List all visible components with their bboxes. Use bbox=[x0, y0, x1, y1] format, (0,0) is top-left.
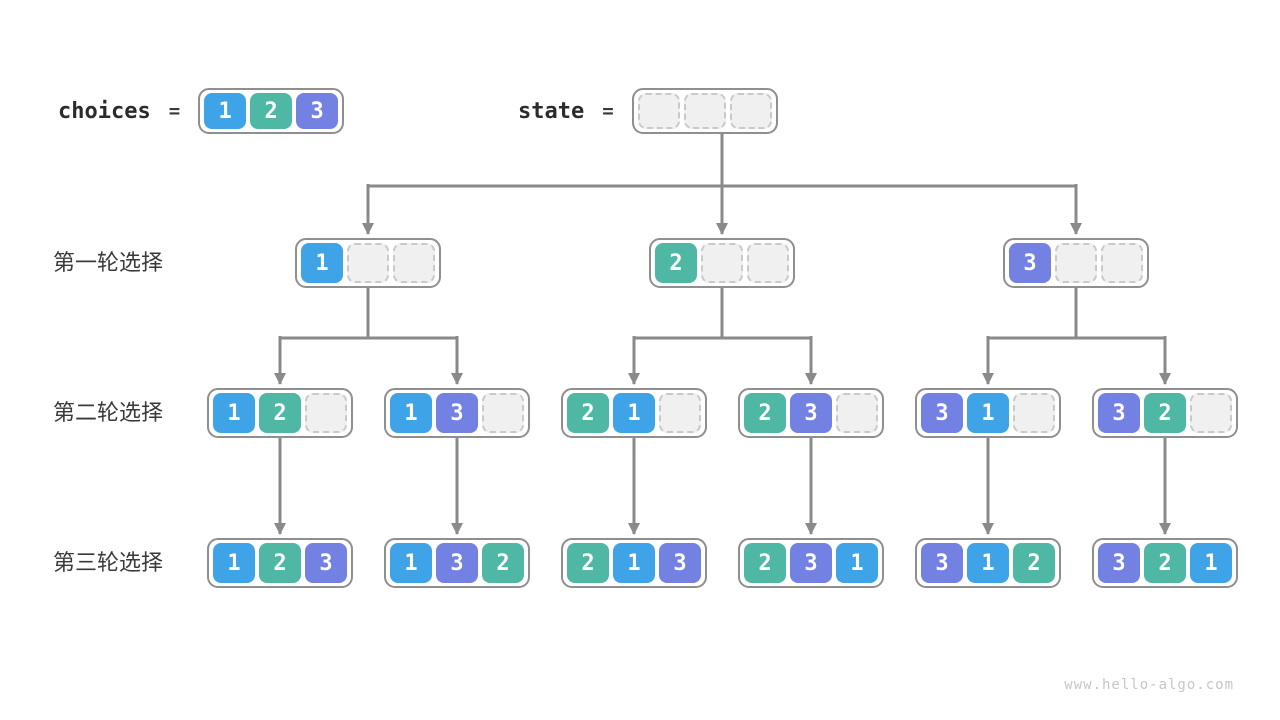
value-cell-3: 3 bbox=[305, 543, 347, 583]
value-cell-1: 1 bbox=[390, 543, 432, 583]
value-cell-1: 1 bbox=[836, 543, 878, 583]
value-cell-1: 1 bbox=[301, 243, 343, 283]
empty-cell bbox=[701, 243, 743, 283]
value-cell-1: 1 bbox=[613, 543, 655, 583]
value-cell-2: 2 bbox=[259, 393, 301, 433]
value-cell-3: 3 bbox=[790, 543, 832, 583]
value-cell-1: 1 bbox=[204, 93, 247, 129]
empty-cell bbox=[1055, 243, 1097, 283]
value-cell-2: 2 bbox=[1013, 543, 1055, 583]
root-branch-lines bbox=[362, 133, 1082, 235]
value-cell-2: 2 bbox=[482, 543, 524, 583]
value-cell-2: 2 bbox=[250, 93, 293, 129]
state-array bbox=[631, 88, 778, 134]
row-label-round-2: 第二轮选择 bbox=[53, 400, 164, 425]
value-cell-3: 3 bbox=[790, 393, 832, 433]
empty-cell bbox=[1013, 393, 1055, 433]
empty-cell bbox=[637, 93, 680, 129]
empty-cell bbox=[347, 243, 389, 283]
value-cell-3: 3 bbox=[1098, 393, 1140, 433]
state-node-r1-2: 2 bbox=[649, 238, 795, 288]
empty-cell bbox=[729, 93, 772, 129]
state-label: state bbox=[518, 98, 585, 124]
choices-label: choices bbox=[58, 98, 151, 124]
empty-cell bbox=[659, 393, 701, 433]
state-node-r1-3: 3 bbox=[1003, 238, 1149, 288]
value-cell-3: 3 bbox=[1009, 243, 1051, 283]
value-cell-3: 3 bbox=[921, 543, 963, 583]
value-cell-2: 2 bbox=[567, 543, 609, 583]
row-label-round-1: 第一轮选择 bbox=[53, 250, 164, 275]
empty-cell bbox=[305, 393, 347, 433]
value-cell-1: 1 bbox=[1190, 543, 1232, 583]
empty-cell bbox=[1190, 393, 1232, 433]
watermark: www.hello-algo.com bbox=[1064, 677, 1234, 693]
state-equals-sign: = bbox=[602, 100, 614, 122]
value-cell-2: 2 bbox=[744, 543, 786, 583]
value-cell-3: 3 bbox=[921, 393, 963, 433]
state-node-r1-1: 1 bbox=[295, 238, 441, 288]
empty-cell bbox=[747, 243, 789, 283]
empty-cell bbox=[393, 243, 435, 283]
empty-cell bbox=[1101, 243, 1143, 283]
value-cell-2: 2 bbox=[1144, 393, 1186, 433]
value-cell-3: 3 bbox=[436, 393, 478, 433]
value-cell-2: 2 bbox=[259, 543, 301, 583]
value-cell-1: 1 bbox=[213, 393, 255, 433]
value-cell-2: 2 bbox=[655, 243, 697, 283]
row-label-round-3: 第三轮选择 bbox=[53, 550, 164, 575]
empty-cell bbox=[482, 393, 524, 433]
value-cell-1: 1 bbox=[967, 393, 1009, 433]
value-cell-1: 1 bbox=[213, 543, 255, 583]
value-cell-3: 3 bbox=[659, 543, 701, 583]
value-cell-3: 3 bbox=[296, 93, 339, 129]
value-cell-2: 2 bbox=[567, 393, 609, 433]
choices-equals-sign: = bbox=[168, 100, 181, 122]
value-cell-2: 2 bbox=[1144, 543, 1186, 583]
value-cell-1: 1 bbox=[390, 393, 432, 433]
empty-cell bbox=[836, 393, 878, 433]
round1-branch-lines bbox=[274, 288, 1171, 385]
round2-branch-lines bbox=[274, 438, 1171, 535]
value-cell-1: 1 bbox=[967, 543, 1009, 583]
value-cell-2: 2 bbox=[744, 393, 786, 433]
value-cell-3: 3 bbox=[1098, 543, 1140, 583]
empty-cell bbox=[683, 93, 726, 129]
value-cell-1: 1 bbox=[613, 393, 655, 433]
state-group: state = bbox=[518, 88, 778, 134]
value-cell-3: 3 bbox=[436, 543, 478, 583]
